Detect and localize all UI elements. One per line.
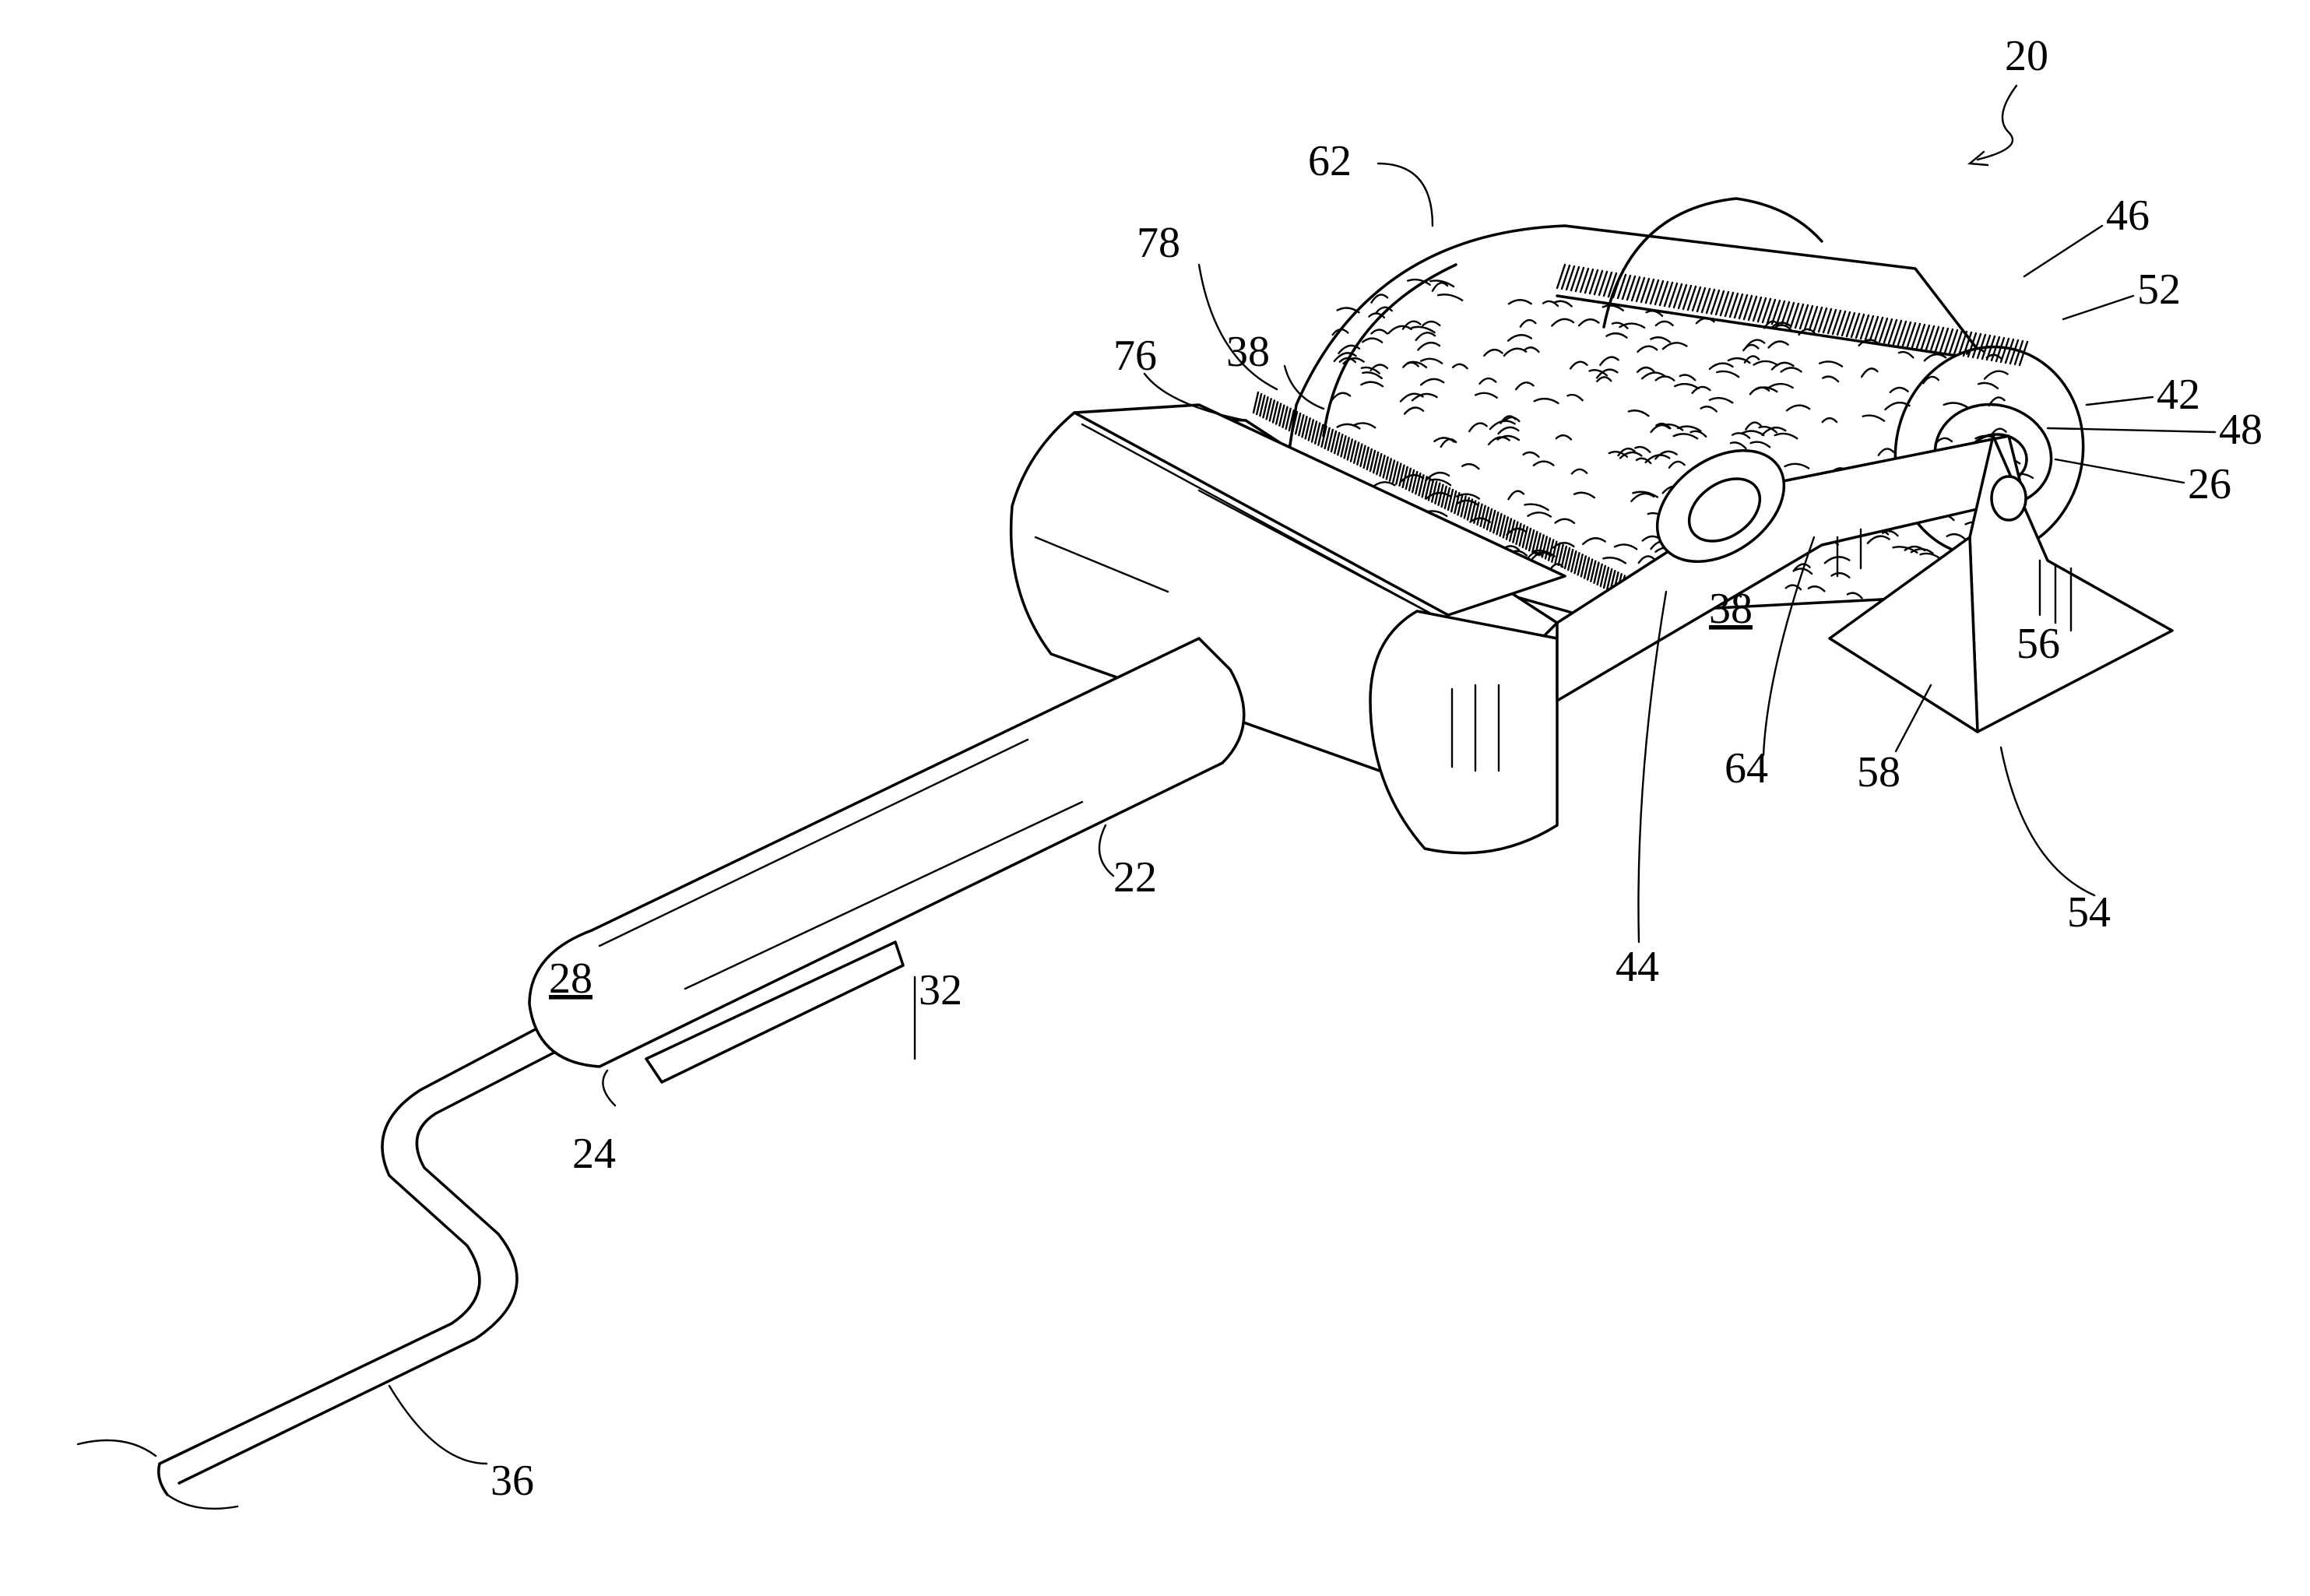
numeral-54: 54 xyxy=(2067,888,2111,937)
leader-lines xyxy=(389,86,2215,1464)
numeral-44: 44 xyxy=(1616,943,1659,991)
numeral-78: 78 xyxy=(1137,219,1180,267)
numeral-26: 26 xyxy=(2188,460,2231,508)
numeral-76: 76 xyxy=(1113,332,1157,380)
numeral-52: 52 xyxy=(2137,265,2181,314)
numeral-58: 58 xyxy=(1857,748,1900,796)
numeral-56: 56 xyxy=(2016,620,2060,668)
numeral-42: 42 xyxy=(2157,371,2200,419)
numeral-28-underlined: 28 xyxy=(549,954,592,1003)
numeral-38-underlined: 38 xyxy=(1709,585,1753,633)
numeral-24: 24 xyxy=(572,1130,616,1178)
numeral-20: 20 xyxy=(2005,32,2048,80)
numeral-38: 38 xyxy=(1226,328,1270,376)
numeral-64: 64 xyxy=(1725,744,1768,793)
handle-housing xyxy=(529,405,1565,1082)
numeral-36: 36 xyxy=(490,1457,534,1505)
numeral-48: 48 xyxy=(2219,406,2263,454)
numeral-62: 62 xyxy=(1308,137,1352,185)
numeral-22: 22 xyxy=(1113,853,1157,902)
numeral-32: 32 xyxy=(919,966,962,1014)
power-cord xyxy=(78,1016,572,1509)
numeral-46: 46 xyxy=(2106,192,2150,240)
